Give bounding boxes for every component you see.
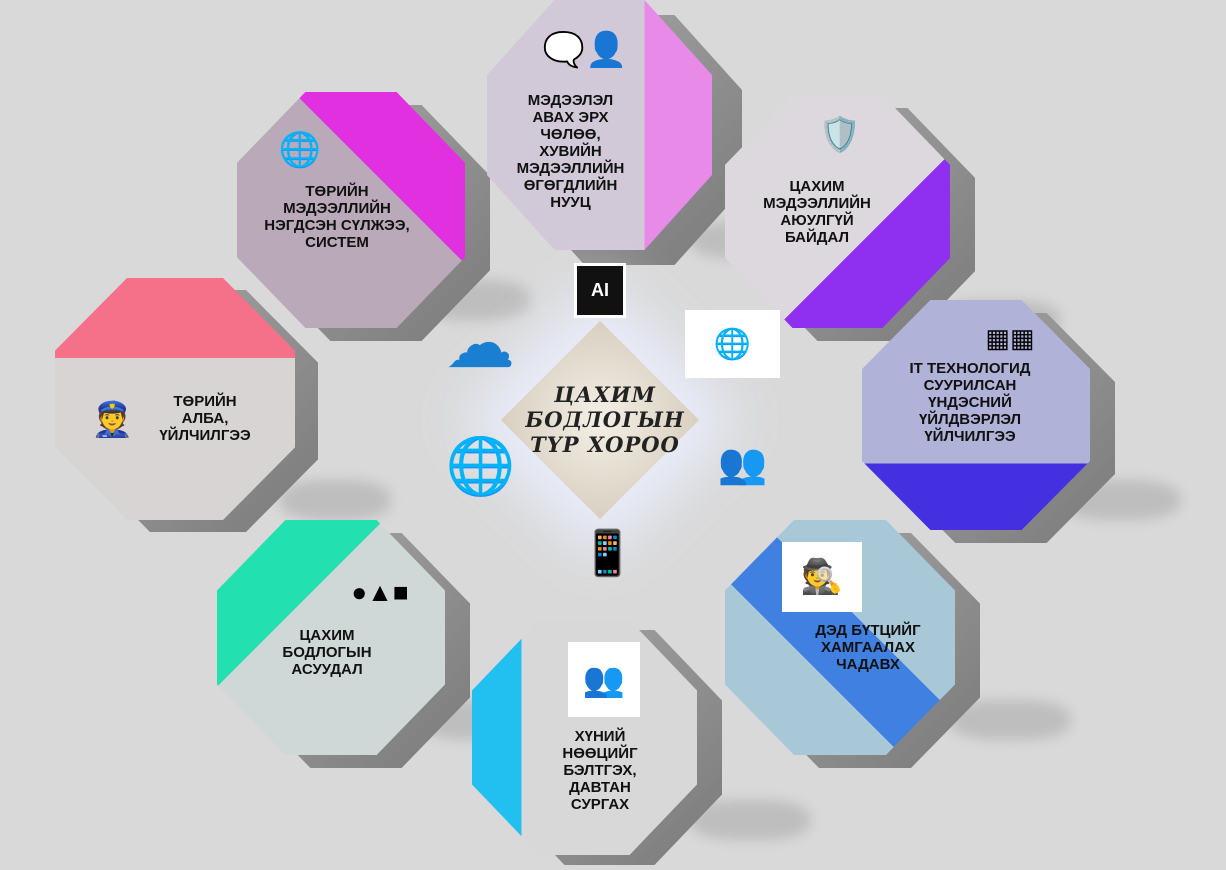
node-label: МЭДЭЭЛЭЛ АВАХ ЭРХ ЧӨЛӨӨ, ХУВИЙН МЭДЭЭЛЛИ… xyxy=(516,92,625,211)
node-policy-issues xyxy=(217,520,445,755)
people-network-icon: 👥 xyxy=(717,441,768,486)
public-servants-icon: 👮 xyxy=(91,401,134,439)
globe-growth-icon: 🌐 xyxy=(445,433,516,497)
node-label: ЦАХИМ БОДЛОГЫН АСУУДАЛ xyxy=(282,627,372,678)
network-globe-icon: 🌐 xyxy=(278,131,322,169)
network-diagram-icon: 🌐 xyxy=(685,310,780,378)
node-cyber-security xyxy=(725,95,950,328)
node-label: ЦАХИМ МЭДЭЭЛЛИЙН АЮУЛГҮЙ БАЙДАЛ xyxy=(763,178,871,246)
node-state-network xyxy=(237,92,465,328)
ai-chip-icon: AI xyxy=(565,258,635,323)
people-gears-icon: 👥 xyxy=(568,642,640,717)
node-label: ДЭД БҮТЦИЙГ ХАМГААЛАХ ЧАДАВХ xyxy=(815,622,921,673)
node-label: ТӨРИЙН МЭДЭЭЛЛИЙН НЭГДСЭН СҮЛЖЭЭ, СИСТЕМ xyxy=(264,183,410,251)
hacker-icon: 🕵️ xyxy=(782,542,862,612)
security-shield-icon: 🛡️ xyxy=(818,116,862,154)
node-public-service xyxy=(55,278,295,520)
tablet-hand-icon: 📱 xyxy=(580,529,635,578)
shapes-click-icon: ●▲■ xyxy=(351,577,409,607)
center-title: ЦАХИМ БОДЛОГЫН ТҮР ХОРОО xyxy=(525,382,685,457)
node-information-privacy xyxy=(487,0,712,250)
person-question-icon: 🗨️👤 xyxy=(542,31,628,69)
node-it-production xyxy=(862,300,1090,530)
node-label: ХҮНИЙ НӨӨЦИЙГ БЭЛТГЭХ, ДАВТАН СУРГАХ xyxy=(562,728,638,813)
cloud-icon: ☁ xyxy=(445,303,515,382)
apps-grid-icon: ▦▦ xyxy=(985,322,1035,353)
ai-chip-label: AI xyxy=(574,263,626,318)
node-label: ТӨРИЙН АЛБА, ҮЙЛЧИЛГЭЭ xyxy=(159,393,251,444)
node-label: IT ТЕХНОЛОГИД СУУРИЛСАН ҮНДЭСНИЙ ҮЙЛДВЭР… xyxy=(909,360,1031,445)
